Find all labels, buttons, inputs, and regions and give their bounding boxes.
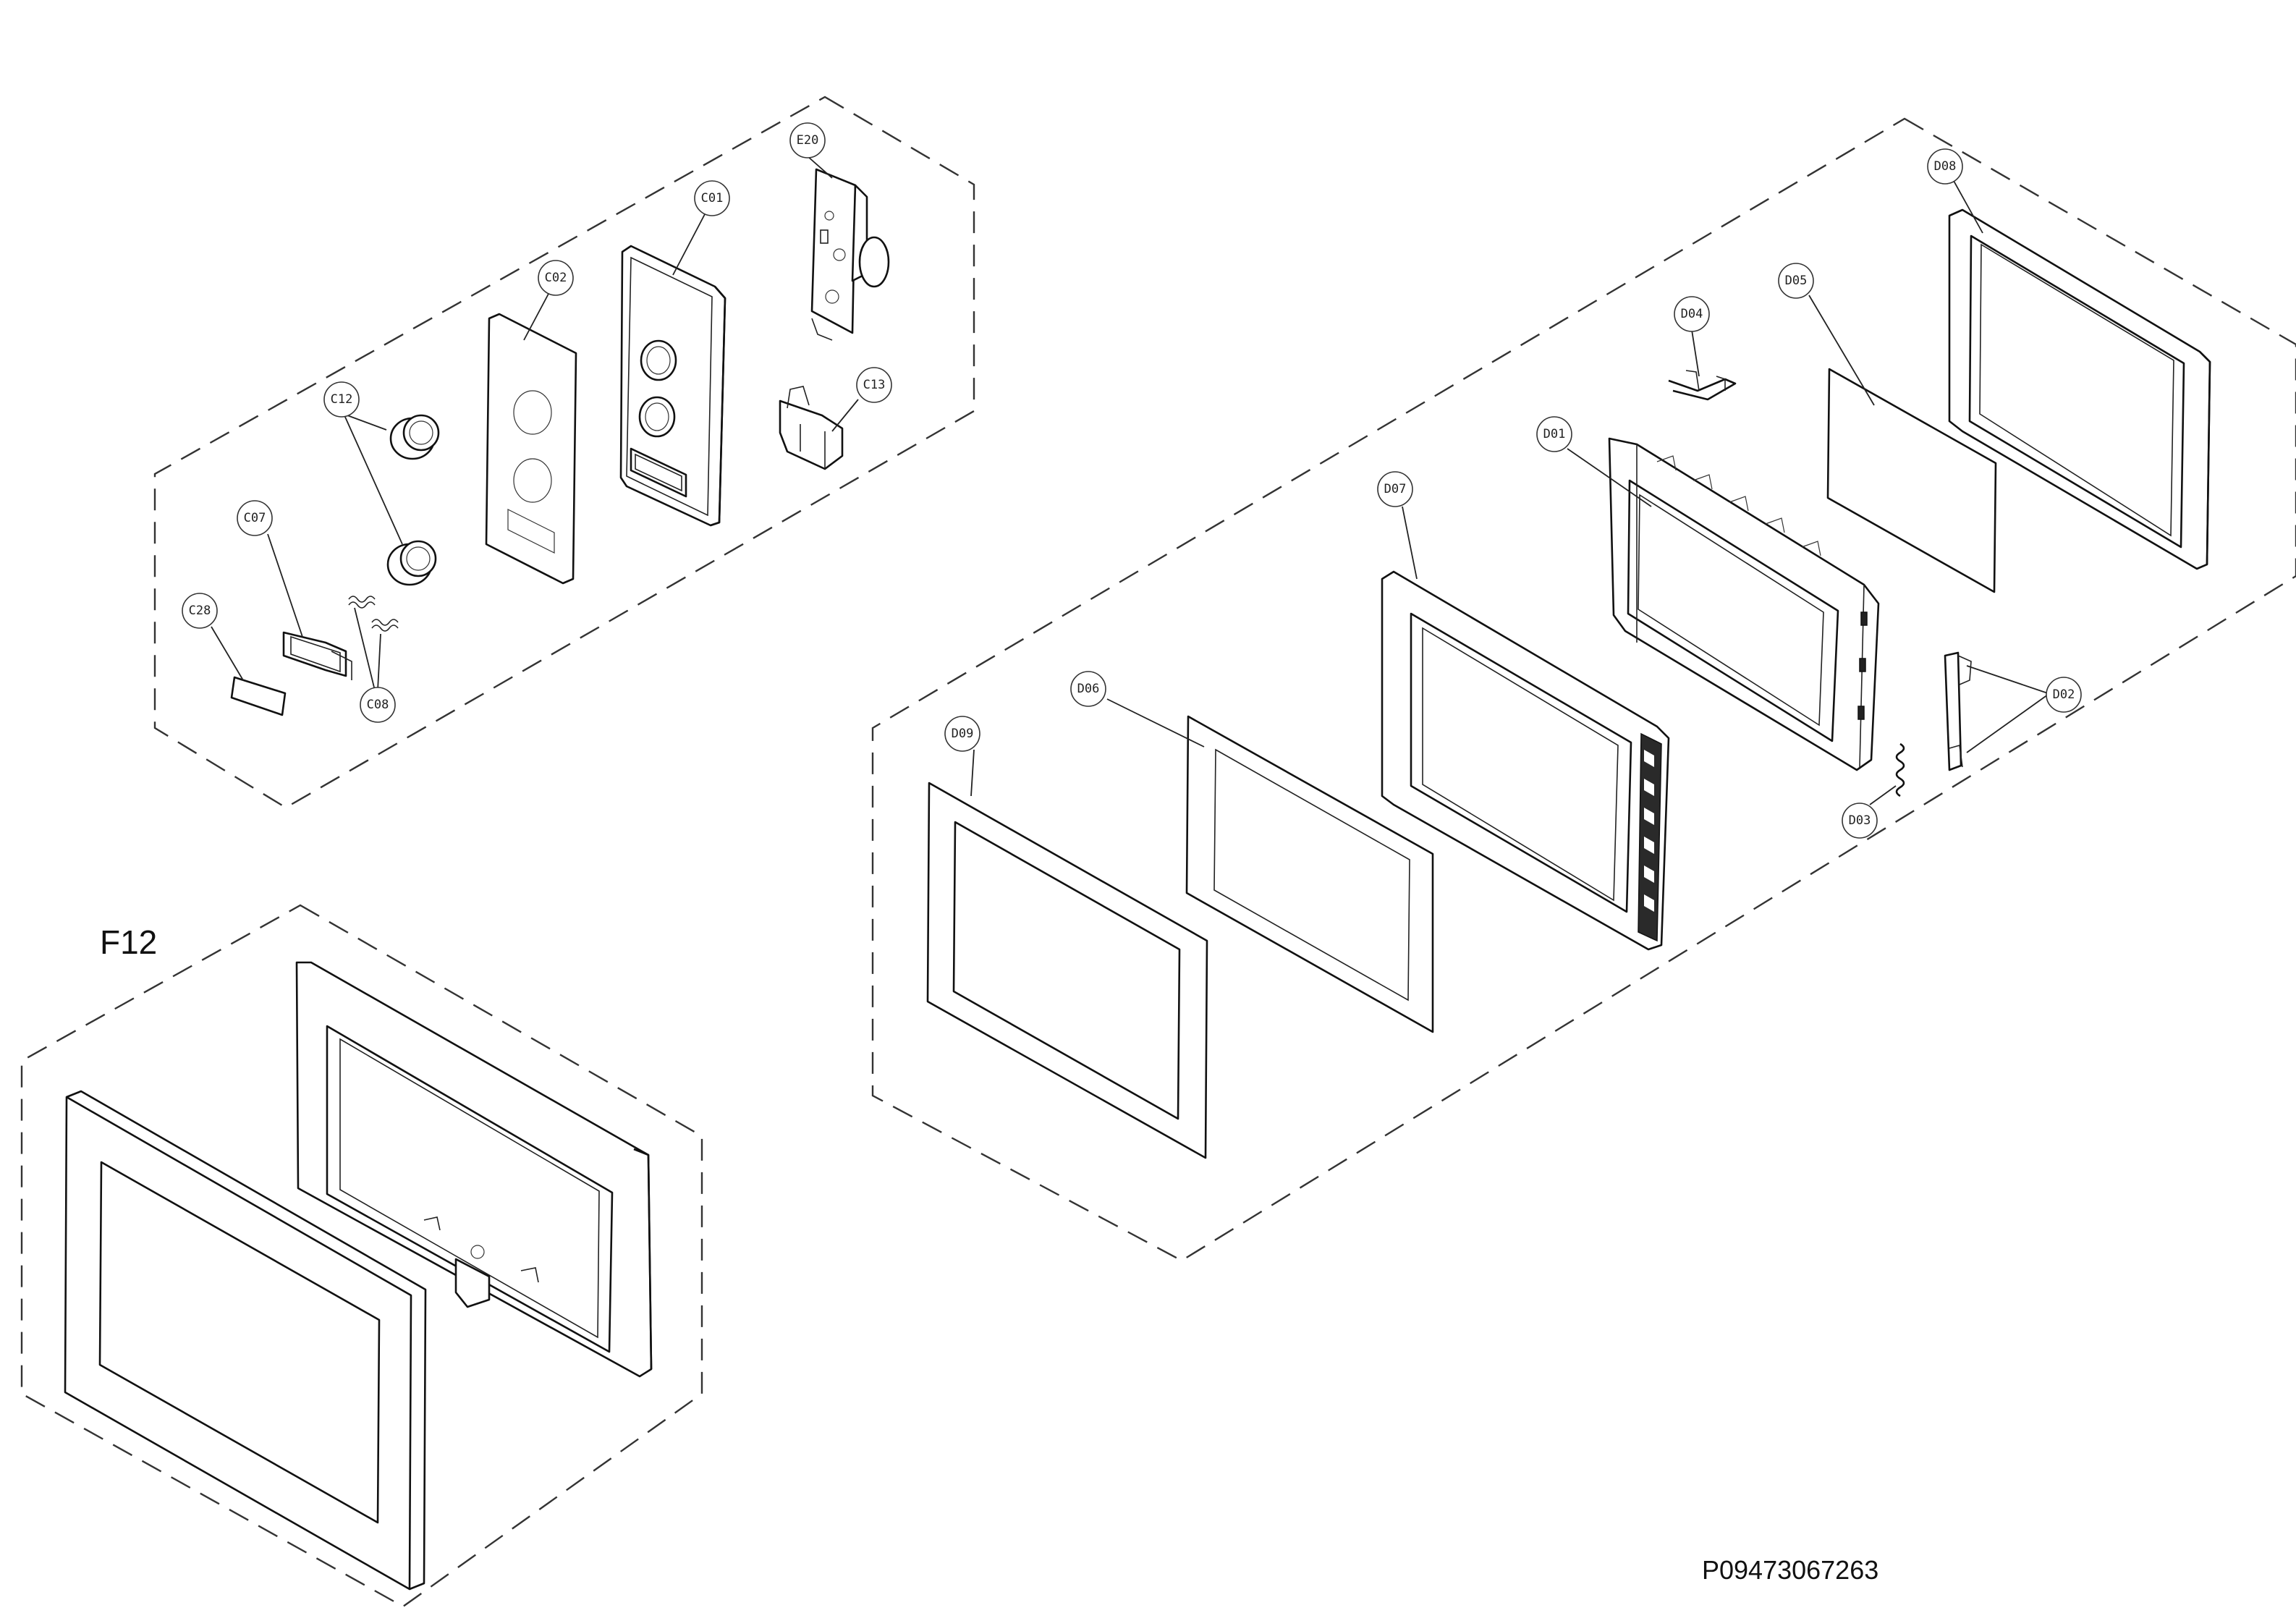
door-glass-part [926,782,1208,1159]
callout-c13: C13 [856,367,892,403]
svg-text:C13: C13 [863,378,886,392]
hinge-part [1668,370,1737,401]
drawing-code: P09473067263 [1702,1555,1878,1585]
springs-part [348,596,399,632]
door-choke-frame-part [1948,208,2211,570]
callout-d06: D06 [1070,671,1106,707]
callout-c07: C07 [237,500,273,536]
svg-text:C02: C02 [545,271,567,285]
knob-upper-part [389,414,440,460]
callout-c28: C28 [182,593,218,629]
callout-c01: C01 [694,180,730,216]
trim-front-plate-part [64,1090,427,1591]
callout-c08: C08 [360,687,396,723]
door-gasket-part [1185,715,1434,1033]
svg-text:D01: D01 [1543,427,1566,441]
callout-d08: D08 [1927,148,1963,185]
leader-lines [211,156,2049,805]
push-button-part [282,631,352,680]
callout-d03: D03 [1842,803,1878,839]
door-window-film-part [1826,368,1997,593]
door-outer-frame-part [1381,570,1670,951]
callout-c02: C02 [538,260,574,296]
callout-c12: C12 [323,381,360,418]
boundary-door [871,117,2296,1262]
callout-e20: E20 [789,122,826,158]
callout-d02: D02 [2046,677,2082,713]
boundary-control-panel [153,96,975,809]
svg-text:D06: D06 [1077,682,1100,696]
callout-d07: D07 [1377,471,1413,507]
trim-frame-part [295,961,653,1378]
svg-text:D05: D05 [1785,274,1808,288]
door-inner-frame-part [1608,437,1880,771]
svg-text:E20: E20 [797,133,819,148]
svg-text:D04: D04 [1681,307,1703,321]
control-panel-frame-part [619,245,726,527]
svg-text:C08: C08 [367,698,389,712]
svg-text:D07: D07 [1384,482,1407,496]
svg-text:C28: C28 [189,604,211,618]
control-panel-label-part [485,313,577,585]
callout-d05: D05 [1778,263,1814,299]
group-label-f12: F12 [100,923,157,961]
callout-d01: D01 [1536,416,1572,452]
svg-text:C12: C12 [331,392,353,407]
knob-lower-part [386,540,437,586]
timer-switch-part [810,168,890,341]
svg-text:C01: C01 [701,191,724,206]
latch-spring-part [1895,742,1905,797]
svg-text:C07: C07 [244,511,266,525]
svg-text:D08: D08 [1934,159,1957,174]
door-latch-part [1944,651,1972,771]
callout-d04: D04 [1674,296,1710,332]
svg-text:D02: D02 [2053,687,2075,702]
callout-d09: D09 [944,716,980,752]
svg-text:D09: D09 [952,727,974,741]
badge-part [230,676,287,716]
door-switch-part [779,386,844,470]
svg-text:D03: D03 [1849,813,1871,828]
